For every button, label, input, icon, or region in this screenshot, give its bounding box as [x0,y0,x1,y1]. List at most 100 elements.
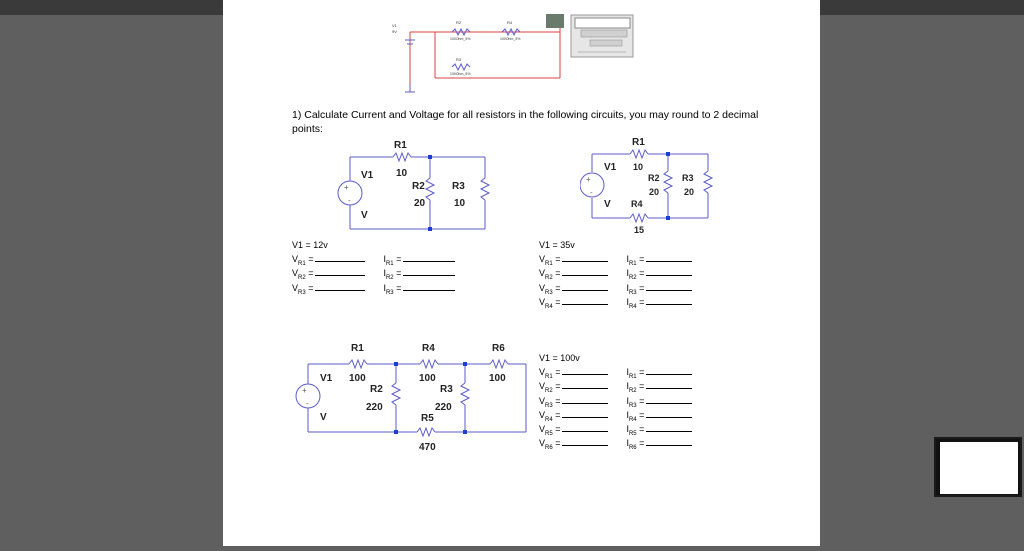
current-label: IR3 = [383,281,456,300]
c1-v-symbol: V [361,210,368,221]
meter-set-button [589,39,623,47]
current-label: IR2 = [383,266,456,285]
c3-plus: + [302,386,307,395]
problem-statement: 1) Calculate Current and Voltage for all… [292,109,759,135]
equation-row: VR2 =IR2 = [539,266,693,281]
current-label-blank [403,283,456,291]
equation-row: VR4 =IR4 = [539,295,693,310]
c3-r4-value: 100 [419,373,436,384]
equation-row: VR3 =IR3 = [539,394,693,408]
voltage-label: VR3 = [292,281,366,300]
c2-v-symbol: V [604,199,611,210]
c1-node-bottom [428,227,432,231]
current-label-blank [646,424,693,432]
voltage-label: VR4 = [539,295,609,314]
c3-minus: - [306,399,309,408]
current-label: IR1 = [626,365,693,384]
current-label: IR4 = [626,408,693,427]
voltage-label: VR1 = [539,365,609,384]
c3-node-1 [394,362,398,366]
c3-r2-label: R2 [370,384,383,395]
c3-r1-value: 100 [349,373,366,384]
page-thumbnail[interactable] [934,437,1022,497]
c1-r3-value: 10 [454,198,466,209]
voltage-label: VR1 = [292,252,366,271]
c1-r2-label: R2 [412,181,425,192]
voltage-label-blank [562,438,609,447]
voltage-label: VR1 = [539,252,609,271]
c2-minus: - [590,188,593,197]
top-r3-label: R3 [456,57,462,62]
c1-r1-value: 10 [396,168,408,179]
voltage-label: VR4 = [539,408,609,427]
current-label-blank [403,254,456,263]
voltage-label-blank [562,424,609,432]
c1-node-top [428,155,432,159]
equation-row: VR1 =IR1 = [539,365,693,380]
top-r4-label: R4 [507,20,513,25]
c1-plus: + [344,183,349,192]
voltage-label-blank [562,410,609,418]
top-v1-label: V1 [392,23,398,28]
meter-button-row [580,29,628,38]
meter-display [546,14,564,28]
c3-node-4 [463,430,467,434]
current-label-blank [403,268,456,277]
current-label: IR6 = [626,436,693,455]
c1-v1-label: V1 [361,170,374,181]
meter-screen [574,17,631,29]
c3-r5-label: R5 [421,413,434,424]
equation-title: V1 = 100v [539,353,580,363]
current-label-blank [646,438,693,447]
voltage-label: VR3 = [539,281,609,300]
current-label: IR4 = [626,295,693,314]
equation-row: VR3 =IR3 = [292,281,456,295]
voltage-label: VR3 = [539,394,609,413]
voltage-label: VR2 = [539,379,609,398]
c2-plus: + [586,175,591,184]
voltage-label: VR5 = [539,422,609,441]
voltage-label-blank [562,254,609,263]
equation-row: VR5 =IR5 = [539,422,693,437]
c3-v1-label: V1 [320,373,333,384]
c3-v-symbol: V [320,412,327,423]
current-label: IR3 = [626,394,693,413]
current-label: IR5 = [626,422,693,441]
current-label-blank [646,297,693,305]
top-r3-value: 100Ohm_5% [450,72,470,76]
top-r2-label: R2 [456,20,462,25]
circuit-3: + - R1 100 V1 V R2 220 R4 100 R3 220 R5 … [295,343,527,453]
voltage-label-blank [562,396,609,404]
c2-r1-value: 10 [633,162,643,172]
c3-r4-label: R4 [422,343,435,354]
voltage-label-blank [562,297,609,305]
c2-r3-value: 20 [684,187,694,197]
thumbnail-preview [940,442,1018,494]
c3-r2-value: 220 [366,402,383,413]
c3-r3-label: R3 [440,384,453,395]
voltage-label: VR2 = [539,266,609,285]
equation-row: VR6 =IR6 = [539,436,693,451]
circuit-2: + - R1 10 V1 V R2 20 R3 20 R4 15 [580,137,714,235]
voltage-label-blank [562,268,609,277]
c2-node-top [666,152,670,156]
c3-node-3 [394,430,398,434]
equation-row: VR3 =IR3 = [539,281,693,295]
voltage-label: VR2 = [292,266,366,285]
current-label: IR3 = [626,281,693,300]
top-v1-value: 9V [392,29,397,34]
voltage-label-blank [315,283,366,291]
voltage-label: VR6 = [539,436,609,455]
current-label-blank [646,367,693,376]
c2-node-bottom [666,216,670,220]
top-schematic: V1 9V R2 100Ohm_5% R4 100Ohm_5% R3 100Oh… [392,14,634,93]
document-page [223,0,820,546]
c3-r5-value: 470 [419,442,436,453]
voltage-label-blank [315,268,366,277]
current-label-blank [646,283,693,291]
c2-r2-value: 20 [649,187,659,197]
voltage-label-blank [562,283,609,291]
voltage-label-blank [315,254,366,263]
equation-title: V1 = 35v [539,240,575,250]
